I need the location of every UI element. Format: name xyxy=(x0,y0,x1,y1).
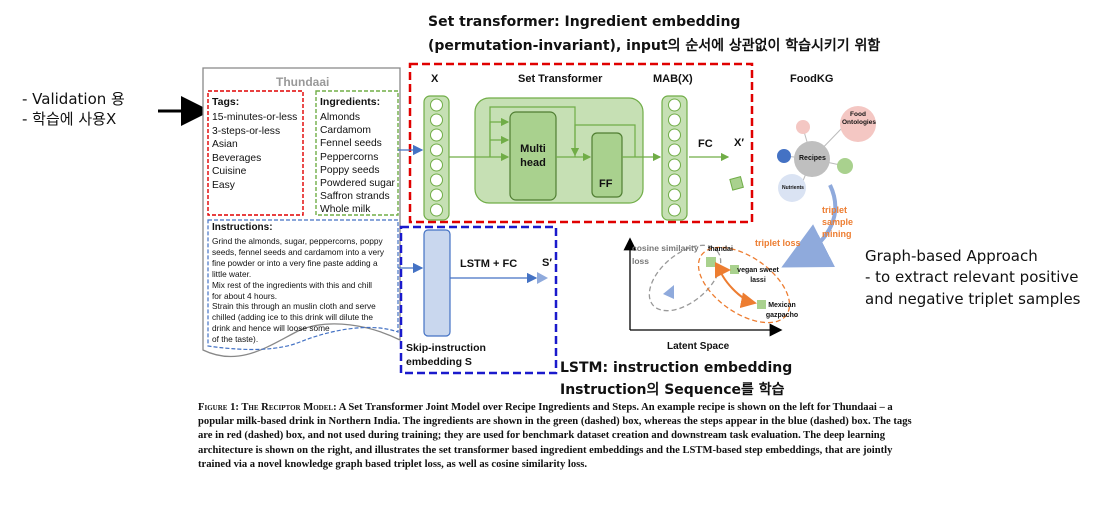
recipes-node xyxy=(794,141,830,177)
input-x-column xyxy=(423,95,450,221)
instruction-line: of the taste). xyxy=(212,334,259,345)
tag-item: Beverages xyxy=(212,152,262,164)
figure-caption: Figure 1: The Reciptor Model: A Set Tran… xyxy=(198,401,913,472)
tag-item: Asian xyxy=(212,139,238,151)
lstm-annotation-line1: LSTM: instruction embedding xyxy=(560,360,793,376)
ingredient-item: Fennel seeds xyxy=(320,138,382,150)
instructions-box xyxy=(207,219,399,351)
thandai-label: thandai xyxy=(708,246,733,253)
tag-item: Cuisine xyxy=(212,166,247,178)
tags-header: Tags: xyxy=(212,96,240,108)
nutrients-node xyxy=(778,174,806,202)
ff-block xyxy=(591,132,623,198)
x-label: X xyxy=(431,73,439,85)
tag-item: Easy xyxy=(212,179,235,191)
graph-note-line3: and negative triplet samples xyxy=(865,290,1081,308)
ingredients-box xyxy=(315,90,399,216)
gazpacho-label: Mexican gazpacho xyxy=(765,302,799,319)
ingredient-item: Powdered sugar xyxy=(320,178,395,190)
figure-label: Figure 1: The Reciptor Model: xyxy=(198,402,337,413)
graph-note-line1: Graph-based Approach xyxy=(865,247,1038,265)
graph-node-green xyxy=(837,158,853,174)
recipe-card xyxy=(202,67,401,358)
figure-caption-text: A Set Transformer Joint Model over Recip… xyxy=(198,402,912,470)
triplet-mining-arrow xyxy=(781,184,838,268)
lassi-label: vegan sweet lassi xyxy=(737,267,779,284)
instruction-line: chilled (adding ice to this drink will d… xyxy=(212,312,373,323)
validation-note-line1: - Validation 용 xyxy=(22,90,125,108)
graph-node-blue xyxy=(777,149,791,163)
ingredient-item: Saffron strands xyxy=(320,191,390,203)
set-transformer-annotation-sub: (permutation-invariant), input의 순서에 상관없이… xyxy=(428,38,881,54)
lstm-frame xyxy=(399,225,558,375)
s-prime-point xyxy=(663,285,674,299)
ingredients-list: Almonds Cardamom Fennel seeds Peppercorn… xyxy=(320,111,395,217)
ingredients-header: Ingredients: xyxy=(320,96,381,108)
ff-label: FF xyxy=(599,178,613,190)
ingredient-item: Whole milk xyxy=(320,204,371,216)
instruction-line: little water. xyxy=(212,268,252,279)
ingredient-item: Peppercorns xyxy=(320,151,379,163)
instructions-header: Instructions: xyxy=(212,222,273,233)
tags-box xyxy=(207,90,304,216)
triplet-loss-label: triplet loss xyxy=(755,238,801,248)
recipe-title: Thundaai xyxy=(276,75,330,89)
instruction-line: for about 4 hours. xyxy=(212,290,278,301)
instruction-line: fine powder or into a very fine paste ad… xyxy=(212,257,378,268)
mab-label: MAB(X) xyxy=(653,73,693,85)
triplet-ellipse xyxy=(697,246,791,324)
s-prime-label: S′ xyxy=(542,257,552,269)
food-ontologies-label: Food Ontologies xyxy=(842,111,876,126)
validation-note-line2: - 학습에 사용X xyxy=(22,110,117,128)
graph-node-pink xyxy=(796,120,810,134)
set-transformer-frame xyxy=(408,62,754,224)
tag-item: 15-minutes-or-less xyxy=(212,112,298,123)
mab-x-column xyxy=(661,95,688,221)
x-prime-label: X′ xyxy=(734,137,744,149)
ingredient-item: Cardamom xyxy=(320,125,371,137)
tag-item: 3-steps-or-less xyxy=(212,125,281,137)
nutrients-label: Nutrients xyxy=(782,185,804,191)
thandai-point xyxy=(706,257,716,267)
instruction-line: Strain this through an muslin cloth and … xyxy=(212,301,376,312)
skip-instruction-label-2: embedding S xyxy=(406,356,472,368)
lassi-point xyxy=(730,265,739,274)
instruction-line: drink and hence will loose some xyxy=(212,323,330,334)
lstm-annotation-line2: Instruction의 Sequence를 학습 xyxy=(560,382,785,398)
x-prime-marker xyxy=(729,176,744,191)
instruction-line: Grind the almonds, sugar, peppercorns, p… xyxy=(212,236,383,246)
set-transformer-label: Set Transformer xyxy=(518,73,603,85)
instruction-line: seeds, fennel seeds and cardamom into a … xyxy=(212,246,385,257)
recipes-label: Recipes xyxy=(799,155,826,162)
instruction-line: Mix rest of the ingredients with this an… xyxy=(212,279,373,290)
gazpacho-point xyxy=(757,300,766,309)
lstm-column xyxy=(423,229,451,337)
instructions-list: Grind the almonds, sugar, peppercorns, p… xyxy=(212,236,384,345)
fc-label: FC xyxy=(698,138,713,150)
multi-head-block xyxy=(509,111,557,201)
set-transformer-annotation-title: Set transformer: Ingredient embedding xyxy=(428,14,741,30)
ingredient-item: Poppy seeds xyxy=(320,164,380,176)
cosine-ellipse xyxy=(648,244,722,312)
triplet-sample-mining-label: triplet sample mining xyxy=(822,205,854,239)
lstm-fc-label: LSTM + FC xyxy=(460,258,518,270)
latent-space-label: Latent Space xyxy=(667,341,730,352)
ingredient-item: Almonds xyxy=(320,112,361,123)
s-prime-marker xyxy=(537,272,548,284)
foodkg-label: FoodKG xyxy=(790,73,834,85)
graph-note-line2: - to extract relevant positive xyxy=(865,268,1079,286)
cosine-similarity-label: cosine similarity loss xyxy=(632,243,699,266)
multi-head-label: Multi head xyxy=(520,143,546,169)
tags-list: 15-minutes-or-less 3-steps-or-less Asian… xyxy=(212,111,297,193)
skip-instruction-label-1: Skip-instruction xyxy=(406,342,486,354)
food-ontologies-node xyxy=(840,106,876,142)
